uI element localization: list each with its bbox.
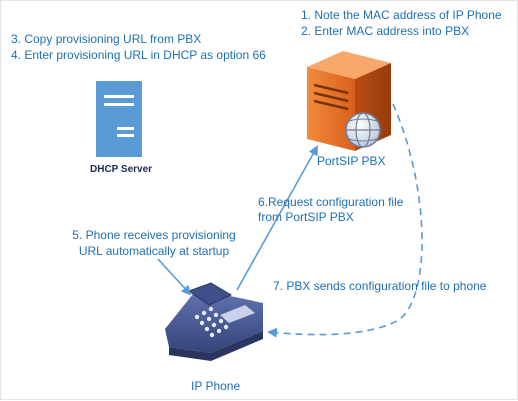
ip-phone-icon [165, 282, 263, 361]
dhcp-step-3: 3. Copy provisioning URL from PBX [11, 32, 202, 46]
arrow-dhcp-to-phone [157, 258, 192, 296]
ip-phone-label: IP Phone [191, 379, 241, 393]
dhcp-server-icon [96, 81, 142, 157]
step-6-line-1: 6.Request configuration file [258, 195, 404, 209]
pbx-label: PortSIP PBX [317, 154, 386, 168]
arrow-pbx-to-phone [267, 103, 423, 338]
step-7-label: 7. PBX sends configuration file to phone [273, 279, 487, 293]
pbx-step-2: 2. Enter MAC address into PBX [301, 24, 470, 38]
pbx-server-icon [307, 51, 391, 151]
step-5-line-1: 5. Phone receives provisioning [72, 228, 236, 242]
step-5-line-2: URL automatically at startup [78, 244, 230, 258]
dhcp-step-4: 4. Enter provisioning URL in DHCP as opt… [11, 48, 266, 62]
pbx-step-1: 1. Note the MAC address of IP Phone [301, 8, 502, 22]
dhcp-server-label: DHCP Server [90, 164, 153, 175]
step-6-line-2: from PortSIP PBX [258, 210, 354, 224]
arrow-phone-to-pbx [236, 145, 318, 291]
